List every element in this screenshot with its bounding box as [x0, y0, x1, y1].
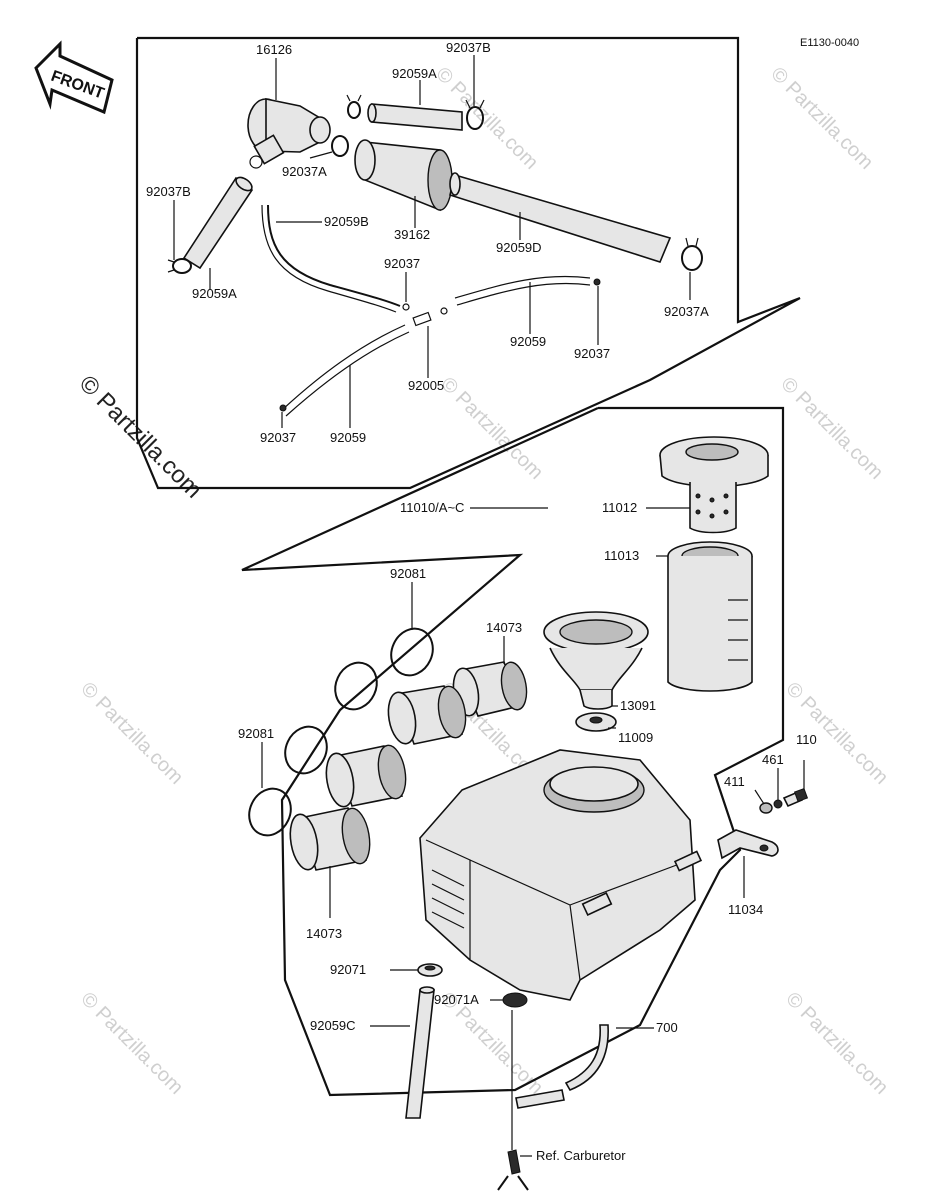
clamp-92037B-left	[167, 258, 192, 274]
hardware-411-461-110	[759, 787, 809, 814]
label-92059A-top: 92059A	[392, 66, 437, 81]
tube-92059-low	[281, 324, 406, 411]
label-92071: 92071	[330, 962, 366, 977]
upper-assembly-frame	[135, 36, 801, 490]
silencer-39162	[354, 139, 453, 212]
boot-3	[325, 744, 407, 808]
tube-92059B-edge	[261, 204, 397, 313]
watermark-text: © Partzilla.com	[436, 373, 547, 484]
clip-92037-right	[593, 278, 601, 286]
filter-11013	[667, 541, 753, 692]
front-arrow: FRONT	[34, 40, 114, 115]
label-11012: 11012	[602, 500, 637, 515]
watermark-text: © Partzilla.com	[766, 63, 877, 174]
boot-2	[387, 685, 467, 745]
label-92059B: 92059B	[324, 214, 369, 229]
carb-fitting	[497, 1149, 529, 1191]
label-461: 461	[762, 752, 784, 767]
label-14073-top: 14073	[486, 620, 522, 635]
boots-14073	[289, 661, 528, 871]
boot-1	[452, 661, 528, 717]
watermark-text-dark: © Partzilla.com	[74, 370, 207, 503]
label-92081-top: 92081	[390, 566, 426, 581]
label-92081-left: 92081	[238, 726, 274, 741]
tube-700	[515, 1024, 609, 1109]
label-110: 110	[796, 732, 817, 747]
lower-assembly-frame	[241, 406, 785, 1097]
hose-92059A-top	[367, 103, 463, 131]
clamp-92037A-mid	[331, 135, 349, 157]
cap-11012	[659, 436, 769, 534]
label-92037A-mid: 92037A	[282, 164, 327, 179]
label-92059D: 92059D	[496, 240, 542, 255]
label-11010: 11010/A~C	[400, 500, 464, 515]
grommet-92071	[417, 963, 443, 977]
watermark-text: © Partzilla.com	[776, 373, 887, 484]
fitting-92005	[412, 307, 448, 327]
hose-92059A-left	[182, 176, 254, 270]
tube-92059-low-edge	[285, 331, 410, 417]
tube-92059-right-edge	[456, 282, 591, 306]
boot-4	[289, 807, 371, 871]
clamp-92037B-top	[465, 99, 485, 130]
label-39162: 39162	[394, 227, 430, 242]
label-16126: 16126	[256, 42, 292, 57]
clip-92037-mid	[402, 303, 410, 311]
label-92037-right: 92037	[574, 346, 610, 361]
label-11034: 11034	[728, 902, 763, 917]
valve-16126	[247, 98, 331, 169]
label-411: 411	[724, 774, 745, 789]
label-92059A-left: 92059A	[192, 286, 237, 301]
rings-92081	[248, 627, 434, 837]
label-92037-low: 92037	[260, 430, 296, 445]
label-92037B-left: 92037B	[146, 184, 191, 199]
label-92059-low: 92059	[330, 430, 366, 445]
diagram-code: E1130-0040	[800, 37, 859, 49]
tube-92059B	[267, 204, 401, 307]
label-13091: 13091	[620, 698, 656, 713]
watermark-text: © Partzilla.com	[781, 988, 892, 1099]
label-92037A-right: 92037A	[664, 304, 709, 319]
bracket-11034	[717, 829, 779, 860]
label-700: 700	[656, 1020, 678, 1035]
label-11009: 11009	[618, 730, 653, 745]
label-92059C: 92059C	[310, 1018, 356, 1033]
hose-92059D	[449, 172, 672, 263]
label-ref-carburetor: Ref. Carburetor	[536, 1148, 626, 1163]
lower-leaders	[261, 507, 805, 1157]
watermark-text: © Partzilla.com	[76, 678, 187, 789]
washer-11009	[575, 712, 617, 732]
clip-92037-low	[279, 404, 287, 412]
grommet-92071A	[502, 992, 528, 1008]
funnel-13091	[543, 611, 649, 710]
airbox-11010	[419, 749, 703, 1001]
part-labels: 16126 92037B 92059A 92037A 92037B 92059B…	[146, 40, 817, 1163]
label-92037B-top: 92037B	[446, 40, 491, 55]
label-92005: 92005	[408, 378, 444, 393]
label-14073-bottom: 14073	[306, 926, 342, 941]
upper-leaders	[173, 55, 691, 428]
label-92037-mid: 92037	[384, 256, 420, 271]
tube-92059-right	[454, 275, 591, 299]
clamp-small-top	[346, 94, 362, 119]
label-11013: 11013	[604, 548, 639, 563]
label-92059-right: 92059	[510, 334, 546, 349]
watermark-text: © Partzilla.com	[76, 988, 187, 1099]
label-92071A: 92071A	[434, 992, 479, 1007]
hose-92059C	[405, 986, 435, 1119]
clamp-92037A-right	[681, 237, 703, 271]
